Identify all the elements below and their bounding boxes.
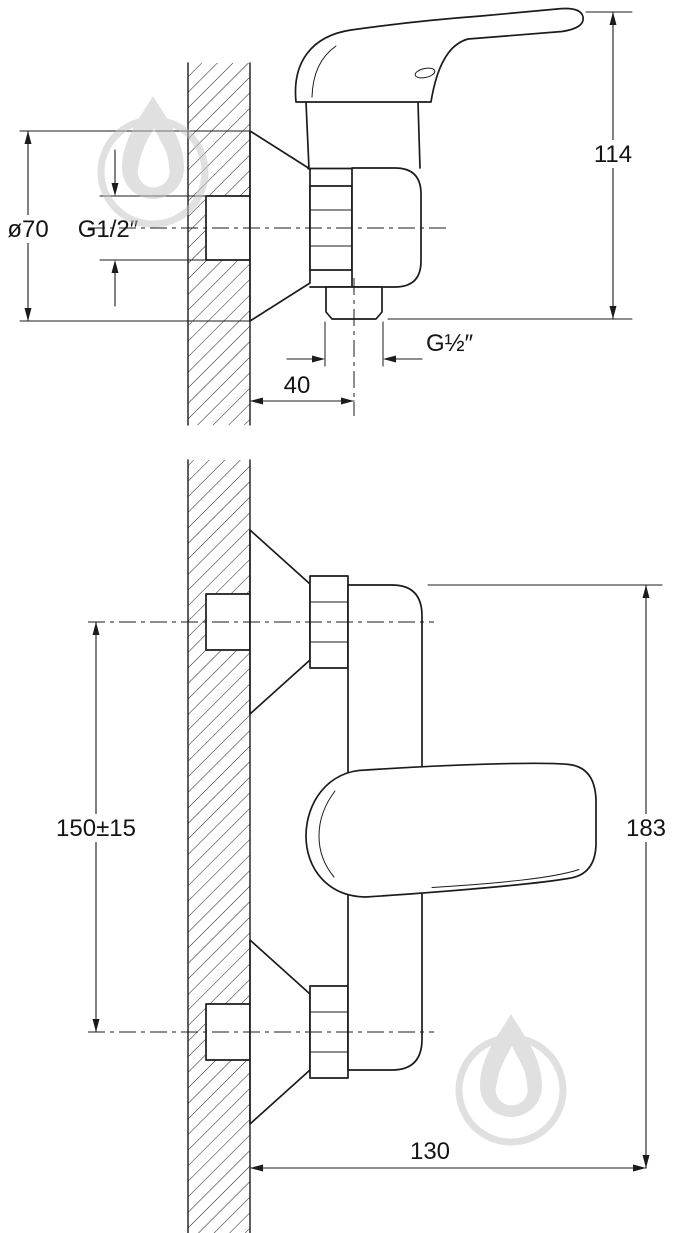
dim-side-height-label: 114: [594, 141, 632, 168]
dim-flange-diameter: ø70: [3, 130, 251, 322]
dimensions-front-view: 150±15 183 130: [50, 584, 672, 1172]
dim-flange-diameter-label: ø70: [7, 216, 48, 243]
wall-section-front: [187, 459, 251, 1233]
dim-inlet-spacing-label: 150±15: [56, 815, 136, 842]
dim-wall-offset: 40: [249, 372, 355, 405]
dim-wall-offset-label: 40: [284, 372, 311, 399]
handle-indicator-dot: [414, 67, 436, 79]
brand-drop-watermark-bottom: [459, 1014, 563, 1142]
front-view: 150±15 183 130: [50, 459, 672, 1233]
dim-outlet-thread: G½″: [286, 321, 474, 367]
dim-overall-width-label: 130: [410, 1138, 450, 1165]
lever-handle-front: [305, 762, 597, 898]
dim-outlet-thread-label: G½″: [426, 330, 474, 357]
mounting-flange-side: [249, 130, 311, 322]
dim-overall-width: 130: [249, 1138, 647, 1172]
wall-hatch-front: [188, 460, 250, 1233]
dim-overall-height-front: 183: [427, 584, 672, 1169]
dim-front-height-label: 183: [626, 815, 666, 842]
lever-handle-side: [294, 7, 584, 103]
side-view: ø70 G1/2″ 114: [3, 7, 637, 426]
mixer-body-side: [351, 167, 422, 288]
dim-inlet-spacing: 150±15: [50, 621, 142, 1033]
dim-overall-height-side: 114: [387, 11, 637, 320]
